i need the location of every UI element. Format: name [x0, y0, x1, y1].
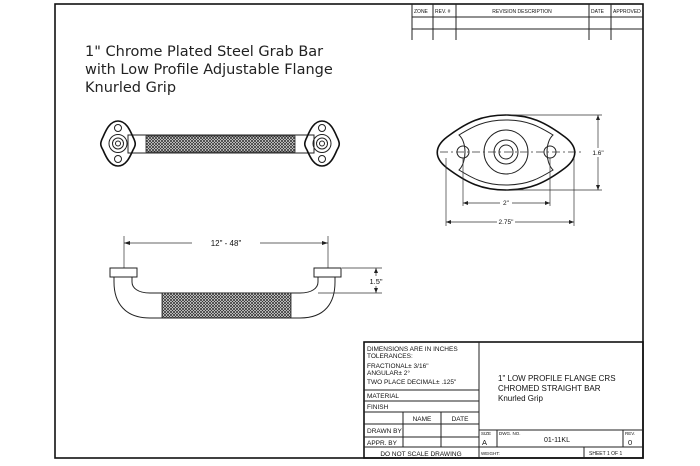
weight-label: WEIGHT:: [481, 451, 500, 456]
projection-dimension: 1.5": [369, 277, 382, 286]
rev-header-zone: ZONE: [414, 9, 429, 15]
drawing-border: [54, 3, 644, 459]
drawing-title-line1: 1" Chrome Plated Steel Grab Bar: [85, 44, 323, 60]
left-flange-top: [99, 120, 137, 167]
flange-height-dimension: 1.6": [592, 150, 604, 157]
part-description-line2: CHROMED STRAIGHT BAR: [498, 384, 601, 393]
no-scale-note: DO NOT SCALE DRAWING: [380, 451, 461, 458]
rev-header-description: REVISION DESCRIPTION: [492, 9, 552, 15]
flange-width-dimension: 2.75": [499, 219, 515, 226]
units-note: DIMENSIONS ARE IN INCHES: [367, 346, 458, 353]
rev-header-approved: APPROVED: [613, 9, 641, 15]
rev-header-date: DATE: [591, 9, 605, 15]
grab-bar-top-view: [99, 120, 341, 167]
dwg-no-label: DWG. NO.: [499, 431, 521, 436]
decimal-tolerance: TWO PLACE DECIMAL± .125": [367, 379, 457, 386]
rev-value: 0: [628, 438, 632, 447]
grab-bar-front-view: 12" - 48" 1.5": [109, 236, 384, 319]
tolerances-label: TOLERANCES:: [367, 353, 413, 360]
right-flange-top: [303, 120, 341, 167]
rev-label: REV.: [625, 431, 635, 436]
drawing-title-line2: with Low Profile Adjustable Flange: [85, 62, 333, 78]
title-block: DIMENSIONS ARE IN INCHES TOLERANCES: FRA…: [363, 341, 644, 459]
fractional-tolerance: FRACTIONAL± 3/16": [367, 363, 429, 370]
size-value: A: [482, 438, 487, 447]
part-description-line3: Knurled Grip: [498, 394, 543, 403]
angular-tolerance: ANGULAR± 2°: [367, 369, 410, 377]
hole-spacing-dimension: 2": [503, 200, 510, 207]
sheet-number: SHEET 1 OF 1: [589, 451, 622, 457]
drawn-by-label: DRAWN BY: [367, 428, 402, 435]
length-dimension: 12" - 48": [211, 239, 242, 248]
flange-detail-view: 2" 2.75" 1.6": [436, 114, 606, 226]
revision-table: ZONE REV. # REVISION DESCRIPTION DATE AP…: [411, 4, 643, 40]
part-description-line1: 1" LOW PROFILE FLANGE CRS: [498, 374, 616, 383]
date-header: DATE: [452, 416, 470, 423]
drawing-title-line3: Knurled Grip: [85, 80, 176, 96]
approved-by-label: APPR. BY: [367, 440, 398, 447]
dwg-no-value: 01-11KL: [544, 437, 570, 444]
size-label: SIZE: [481, 431, 491, 436]
name-header: NAME: [413, 416, 432, 423]
finish-label: FINISH: [367, 404, 389, 411]
material-label: MATERIAL: [367, 393, 399, 400]
rev-header-rev: REV. #: [435, 9, 451, 15]
